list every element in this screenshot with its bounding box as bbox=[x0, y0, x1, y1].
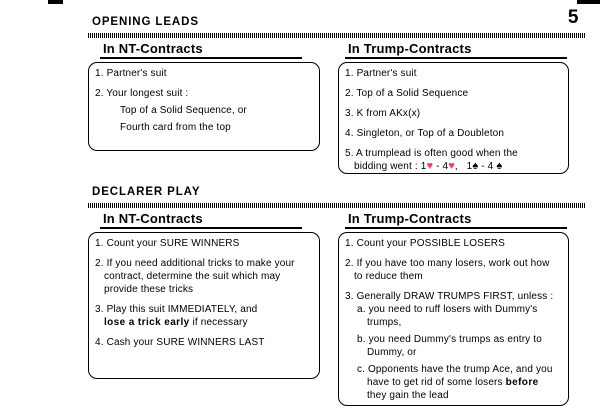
list-item: 2. If you have too many losers, work out… bbox=[345, 258, 550, 269]
list-subitem: c. Opponents have the trump Ace, and you bbox=[357, 364, 553, 375]
bidding-text: - 4 bbox=[478, 161, 497, 172]
column-trump: In Trump-Contracts 1. Count your POSSIBL… bbox=[338, 212, 569, 406]
list-subline: contract, determine the suit which may bbox=[104, 271, 281, 282]
list-item: 3. Play this suit IMMEDIATELY, and bbox=[95, 304, 258, 315]
section-opening-leads: OPENING LEADS In NT-Contracts 1. Partner… bbox=[88, 16, 585, 174]
bidding-text: - 4 bbox=[433, 161, 449, 172]
bidding-text: , 1 bbox=[454, 161, 473, 172]
section-declarer-play: DECLARER PLAY In NT-Contracts 1. Count y… bbox=[88, 186, 585, 406]
spade-icon: ♠ bbox=[472, 160, 479, 172]
column-header-trump: In Trump-Contracts bbox=[345, 212, 567, 229]
heart-icon: ♥ bbox=[426, 160, 434, 172]
list-item: 3. K from AKx(x) bbox=[345, 108, 421, 119]
page-edge-mark-left bbox=[48, 0, 63, 4]
list-item: 2. Your longest suit : bbox=[95, 88, 189, 99]
list-subitem: a. you need to ruff losers with Dummy's bbox=[357, 304, 538, 315]
list-subline: to reduce them bbox=[354, 271, 423, 282]
list-subline: they gain the lead bbox=[367, 390, 449, 401]
list-item: 1. Count your SURE WINNERS bbox=[95, 238, 240, 249]
list-subline: Dummy, or bbox=[367, 347, 417, 358]
card-declarer-trump: 1. Count your POSSIBLE LOSERS 2. If you … bbox=[338, 232, 569, 406]
bidding-line: bidding went : 1♥ - 4♥, 1♠ - 4 ♠ bbox=[345, 160, 566, 173]
heart-icon: ♥ bbox=[448, 160, 455, 172]
list-item: 5. A trumplead is often good when the bbox=[345, 148, 518, 159]
spade-icon: ♠ bbox=[496, 160, 503, 172]
column-header-nt: In NT-Contracts bbox=[100, 42, 302, 59]
list-subline: provide these tricks bbox=[104, 284, 194, 295]
page-content: OPENING LEADS In NT-Contracts 1. Partner… bbox=[88, 16, 585, 406]
emphasis-text: before bbox=[505, 377, 539, 388]
card-declarer-nt: 1. Count your SURE WINNERS 2. If you nee… bbox=[88, 232, 320, 379]
list-item: 4. Singleton, or Top of a Doubleton bbox=[345, 128, 505, 139]
columns-row: In NT-Contracts 1. Partner's suit 2. You… bbox=[88, 42, 585, 174]
list-subline: Fourth card from the top bbox=[120, 122, 231, 133]
list-item: 2. If you need additional tricks to make… bbox=[95, 258, 295, 269]
section-title: DECLARER PLAY bbox=[92, 186, 201, 198]
list-item: 4. Cash your SURE WINNERS LAST bbox=[95, 337, 265, 348]
list-subline: Top of a Solid Sequence, or bbox=[120, 105, 247, 116]
list-item: 1. Partner's suit bbox=[95, 68, 167, 79]
list-text: if necessary bbox=[189, 317, 248, 328]
page-edge-mark-right bbox=[577, 0, 600, 4]
list-subline: have to get rid of some losers before bbox=[345, 376, 566, 389]
list-item: 3. Generally DRAW TRUMPS FIRST, unless : bbox=[345, 291, 554, 302]
column-nt: In NT-Contracts 1. Count your SURE WINNE… bbox=[88, 212, 320, 406]
bidding-text: bidding went : 1 bbox=[354, 161, 427, 172]
list-subitem: b. you need Dummy's trumps as entry to bbox=[357, 334, 542, 345]
column-nt: In NT-Contracts 1. Partner's suit 2. You… bbox=[88, 42, 320, 174]
list-item: 1. Count your POSSIBLE LOSERS bbox=[345, 238, 505, 249]
list-item: 2. Top of a Solid Sequence bbox=[345, 88, 469, 99]
column-header-nt: In NT-Contracts bbox=[100, 212, 302, 229]
card-opening-trump: 1. Partner's suit 2. Top of a Solid Sequ… bbox=[338, 62, 569, 174]
columns-row: In NT-Contracts 1. Count your SURE WINNE… bbox=[88, 212, 585, 406]
page-number: 5 bbox=[567, 7, 579, 28]
section-title: OPENING LEADS bbox=[92, 16, 199, 28]
list-item: 1. Partner's suit bbox=[345, 68, 417, 79]
list-subline: trumps, bbox=[367, 317, 402, 328]
column-header-trump: In Trump-Contracts bbox=[345, 42, 567, 59]
emphasis-text: lose a trick early bbox=[104, 317, 190, 328]
column-trump: In Trump-Contracts 1. Partner's suit 2. … bbox=[338, 42, 569, 174]
hatch-rule bbox=[88, 203, 585, 208]
hatch-rule bbox=[88, 33, 585, 38]
card-opening-nt: 1. Partner's suit 2. Your longest suit :… bbox=[88, 62, 320, 151]
list-subline: lose a trick early if necessary bbox=[95, 316, 317, 329]
list-text: have to get rid of some losers bbox=[367, 377, 506, 388]
